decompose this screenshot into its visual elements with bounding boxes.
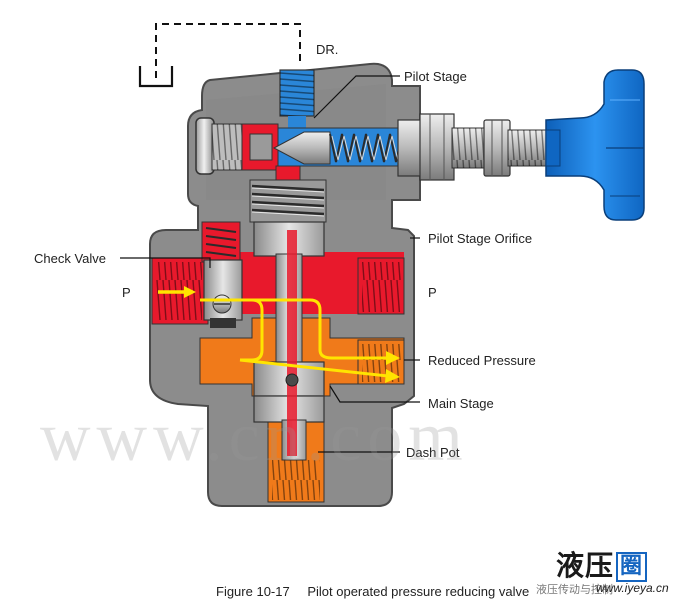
logo-main-text: 液压 <box>556 549 615 582</box>
pilot-stage-orifice-label: Pilot Stage Orifice <box>428 231 533 246</box>
check-valve <box>201 221 243 328</box>
pilot-stage <box>272 69 409 167</box>
figure-caption: Figure 10-17 Pilot operated pressure red… <box>216 584 529 599</box>
inlet-port-label: P <box>122 285 131 300</box>
flow-arrows <box>158 286 400 383</box>
pilot-stage-label: Pilot Stage <box>404 69 467 84</box>
leader-lines <box>120 75 420 453</box>
logo-wordmark: 液压圈 <box>556 544 648 584</box>
site-logo: 液压圈 液压传动与控制 www.iyeya.cn <box>536 548 690 604</box>
pilot-end-plug <box>195 117 243 175</box>
outlet-port-label: P <box>428 285 437 300</box>
adjusting-screw-assembly <box>397 113 549 181</box>
logo-url: www.iyeya.cn <box>596 581 669 595</box>
pilot-chamber <box>241 123 301 195</box>
dash-pot-label: Dash Pot <box>406 445 460 460</box>
logo-boxed-text: 圈 <box>616 552 648 582</box>
figure-title: Pilot operated pressure reducing valve <box>307 584 530 599</box>
drain-line <box>138 23 301 88</box>
main-stage-label: Main Stage <box>428 396 494 411</box>
check-valve-label: Check Valve <box>34 251 107 266</box>
reduced-pressure-label: Reduced Pressure <box>428 353 536 368</box>
main-spring-chamber <box>249 179 327 223</box>
figure-number: Figure 10-17 <box>216 584 290 599</box>
watermark: www.cn.com <box>40 399 469 476</box>
drain-label: DR. <box>316 42 339 57</box>
adjustment-knob <box>545 69 645 221</box>
logo-subtitle: 液压传动与控制 <box>536 584 613 596</box>
